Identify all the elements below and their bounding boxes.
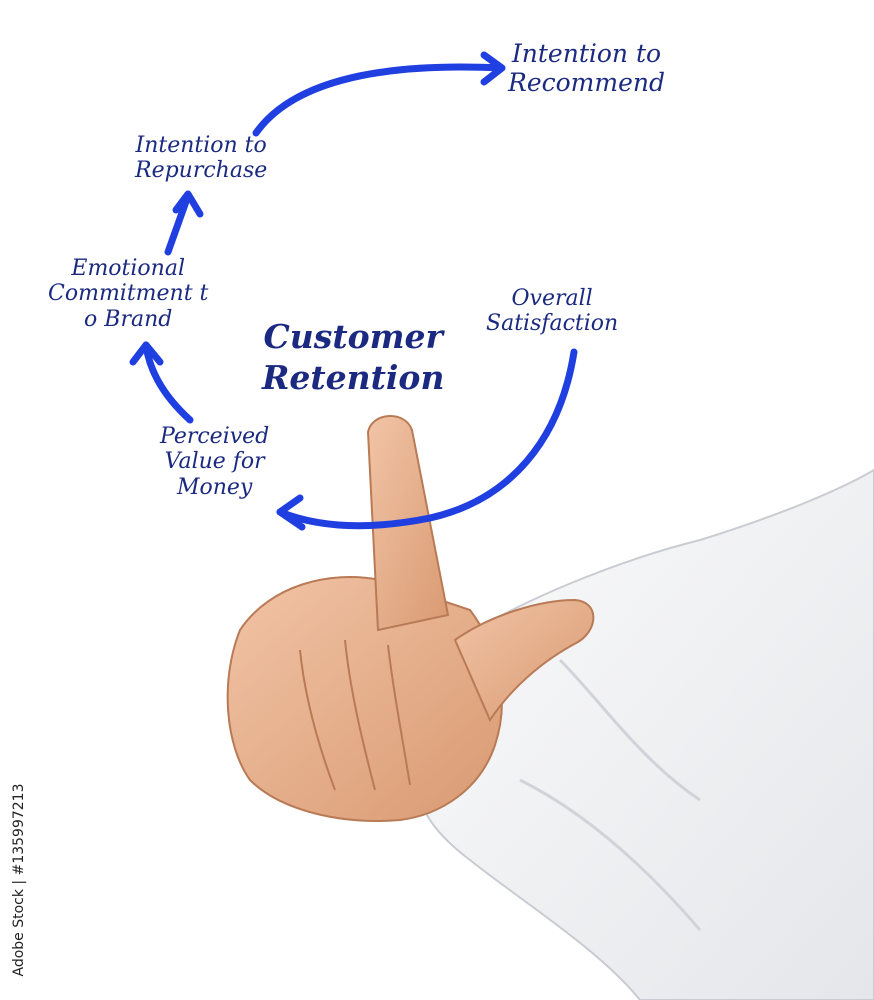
stock-id-text: Adobe Stock | #135997213 xyxy=(11,784,27,977)
step-line: Overall xyxy=(486,286,618,311)
arrow-repurchase-to-recommend xyxy=(256,67,500,133)
step-line: Perceived xyxy=(160,424,269,449)
step-line: o Brand xyxy=(48,307,208,332)
step-line: Money xyxy=(160,475,269,500)
step-emotional-commitment: Emotional Commitment t o Brand xyxy=(48,256,208,332)
step-line: Emotional xyxy=(48,256,208,281)
center-title: Customer Retention xyxy=(262,316,444,399)
center-title-line: Customer xyxy=(262,316,444,357)
step-line: Value for xyxy=(160,449,269,474)
center-title-line: Retention xyxy=(262,357,444,398)
step-line: Commitment t xyxy=(48,281,208,306)
hand-fist xyxy=(228,577,502,821)
step-line: Intention to xyxy=(135,133,267,158)
step-perceived-value: Perceived Value for Money xyxy=(160,424,269,500)
stock-watermark-id: Adobe Stock | #135997213 xyxy=(4,780,34,980)
step-line: Intention to xyxy=(508,40,665,69)
step-line: Recommend xyxy=(508,69,665,98)
step-line: Repurchase xyxy=(135,158,267,183)
step-intention-to-recommend: Intention to Recommend xyxy=(508,40,665,98)
step-intention-to-repurchase: Intention to Repurchase xyxy=(135,133,267,184)
step-line: Satisfaction xyxy=(486,311,618,336)
step-overall-satisfaction: Overall Satisfaction xyxy=(486,286,618,337)
